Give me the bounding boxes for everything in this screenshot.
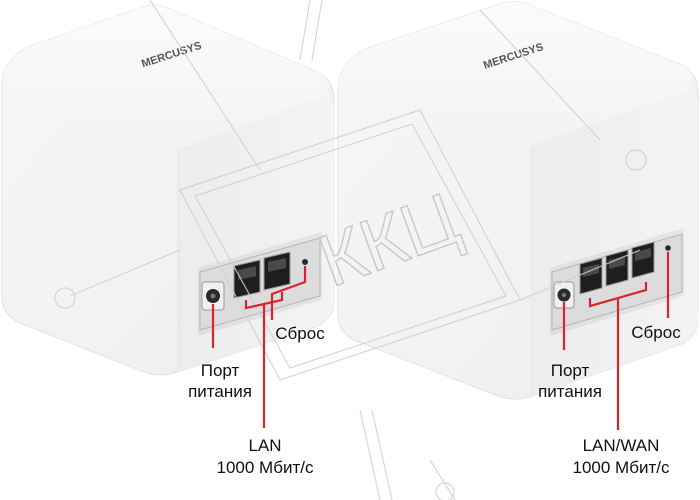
lan-port [579, 257, 603, 295]
port-panel-left [198, 232, 322, 336]
callouts [211, 252, 670, 430]
watermark [54, 0, 647, 500]
reset-hole [665, 245, 671, 251]
label-power-left-line1: Порт [200, 361, 240, 380]
label-power-right-line2: питания [538, 382, 602, 401]
lan-port [263, 251, 291, 291]
device-left: MERCUSYS [1, 4, 335, 376]
label-reset-right: Сброс [631, 323, 681, 342]
device-right: MERCUSYS [337, 0, 699, 400]
lan-port [233, 259, 261, 299]
label-reset-left: Сброс [275, 324, 325, 343]
label-lan-right-line2: 1000 Мбит/с [572, 458, 670, 477]
label-lan-left-line2: 1000 Мбит/с [216, 458, 314, 477]
label-lan-left-line1: LAN [248, 436, 282, 455]
lan-port [605, 249, 629, 287]
label-lan-right-line1: LAN/WAN [582, 436, 660, 455]
power-port [201, 281, 225, 311]
reset-hole [302, 259, 308, 265]
callout-lan-right [588, 282, 648, 430]
label-power-right-line1: Порт [550, 361, 590, 380]
power-port [553, 281, 575, 309]
lan-port [631, 241, 655, 279]
callout-lan-left [244, 292, 284, 428]
callout-reset-left [270, 266, 307, 320]
label-power-left-line2: питания [188, 382, 252, 401]
